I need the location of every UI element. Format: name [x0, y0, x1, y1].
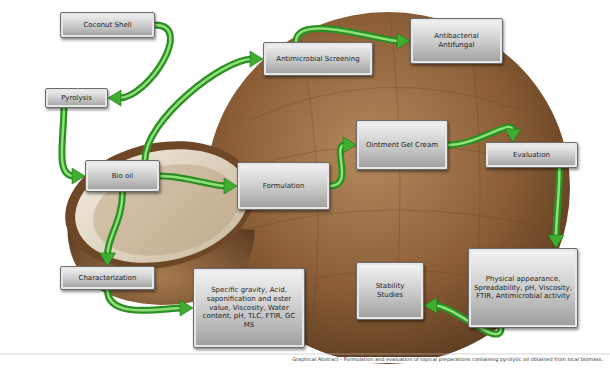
- curved-arrow: [108, 290, 194, 316]
- arrow-head: [180, 300, 193, 316]
- box-label: Evaluation: [491, 151, 572, 160]
- box-label: Antimicrobial Screening: [269, 55, 367, 64]
- box-label: Physical appearance, Spreadability, pH, …: [474, 275, 572, 301]
- arrow-head: [548, 235, 564, 248]
- box-label: Stability Studies: [362, 282, 418, 300]
- curved-arrow: [330, 137, 356, 186]
- process-box: Pyrolysis: [45, 88, 108, 108]
- box-text-wrap: Evaluation: [491, 151, 572, 160]
- arrow-head: [343, 137, 356, 153]
- box-text-wrap: Coconut Shell: [66, 21, 149, 30]
- curved-arrow: [62, 108, 85, 184]
- arrow-highlight: [145, 59, 252, 160]
- process-box: Antimicrobial Screening: [263, 42, 373, 76]
- box-label: Antibacterial Antifungal: [416, 32, 497, 50]
- curved-arrow: [100, 192, 123, 266]
- box-label: Bio oil: [91, 172, 154, 181]
- process-box: Stability Studies: [356, 262, 424, 320]
- arrow-body: [108, 192, 123, 255]
- arrow-body: [160, 176, 226, 186]
- box-label: Ointment Gel Cream: [362, 141, 442, 150]
- arrow-head: [505, 129, 521, 142]
- process-box: Physical appearance, Spreadability, pH, …: [468, 248, 578, 328]
- box-text-wrap: Characterization: [66, 274, 149, 283]
- box-text-wrap: Ointment Gel Cream: [362, 141, 442, 150]
- arrow-head: [424, 298, 437, 314]
- box-text-wrap: Physical appearance, Spreadability, pH, …: [474, 275, 572, 301]
- box-text-wrap: Bio oil: [91, 172, 154, 181]
- arrow-head: [250, 51, 263, 67]
- box-text-wrap: Formulation: [243, 182, 324, 191]
- arrow-highlight: [296, 28, 399, 42]
- process-box: Evaluation: [485, 142, 578, 168]
- arrow-body: [296, 28, 399, 42]
- caption: Graphical Abstract - Formulation and eva…: [291, 357, 604, 363]
- arrow-head: [72, 168, 85, 184]
- arrow-head: [224, 178, 237, 194]
- box-text-wrap: Stability Studies: [362, 282, 418, 300]
- box-label: Characterization: [66, 274, 149, 283]
- arrow-body: [145, 59, 252, 160]
- box-text-wrap: Antibacterial Antifungal: [416, 32, 497, 50]
- arrow-highlight: [108, 192, 123, 255]
- curved-arrow: [548, 168, 564, 248]
- box-label: Coconut Shell: [66, 21, 149, 30]
- arrow-body: [62, 108, 74, 176]
- process-box: Specific gravity, Acid, saponification a…: [193, 268, 305, 348]
- process-box: Characterization: [60, 266, 155, 290]
- curved-arrow: [160, 176, 237, 194]
- box-text-wrap: Pyrolysis: [51, 94, 102, 103]
- arrow-highlight: [108, 290, 183, 310]
- arrow-body: [556, 168, 559, 237]
- process-box: Antibacterial Antifungal: [410, 18, 503, 64]
- box-text-wrap: Antimicrobial Screening: [269, 55, 367, 64]
- curved-arrow: [145, 51, 263, 160]
- box-label: Formulation: [243, 182, 324, 191]
- arrow-head: [108, 90, 121, 106]
- arrow-head: [100, 253, 116, 266]
- box-label: Specific gravity, Acid, saponification a…: [199, 286, 299, 330]
- arrow-highlight: [556, 168, 559, 237]
- box-label: Pyrolysis: [51, 94, 102, 103]
- arrow-highlight: [62, 108, 74, 176]
- arrow-highlight: [160, 176, 226, 186]
- arrow-head: [397, 33, 410, 49]
- box-text-wrap: Specific gravity, Acid, saponification a…: [199, 286, 299, 330]
- process-box: Coconut Shell: [60, 12, 155, 38]
- process-box: Formulation: [237, 162, 330, 210]
- arrow-body: [108, 290, 183, 310]
- process-box: Bio oil: [85, 160, 160, 192]
- process-box: Ointment Gel Cream: [356, 120, 448, 170]
